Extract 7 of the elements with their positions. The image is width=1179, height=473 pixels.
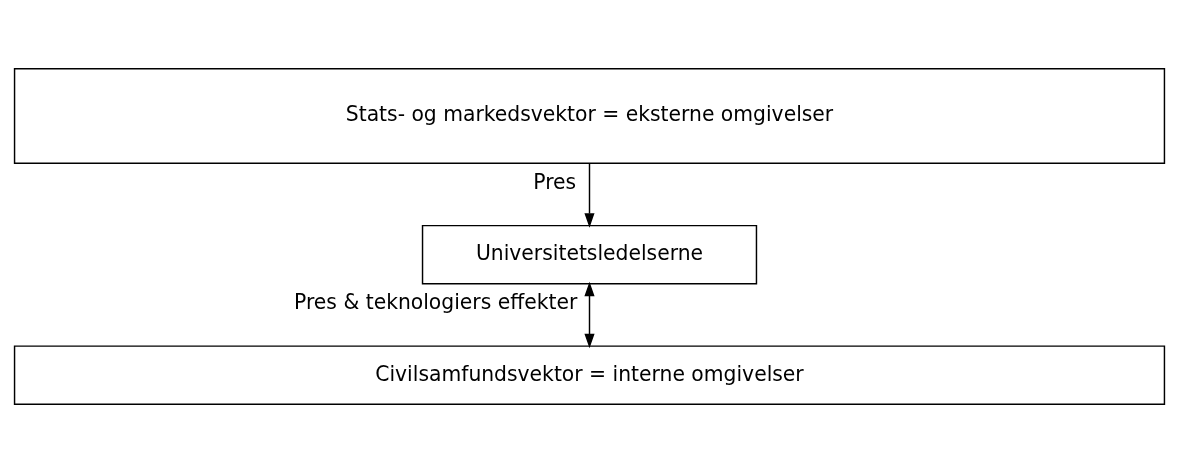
node-box: Universitetsledelserne <box>421 224 758 285</box>
node-box: Stats- og markedsvektor = eksterne omgivelser <box>13 68 1166 164</box>
edge-label: Pres & teknologiers effekter <box>294 290 578 315</box>
arrow <box>584 281 595 349</box>
node-box: Civilsamfundsvektor = interne omgivelser <box>13 345 1166 405</box>
arrow <box>584 162 595 228</box>
edge-label: Pres <box>533 169 577 194</box>
